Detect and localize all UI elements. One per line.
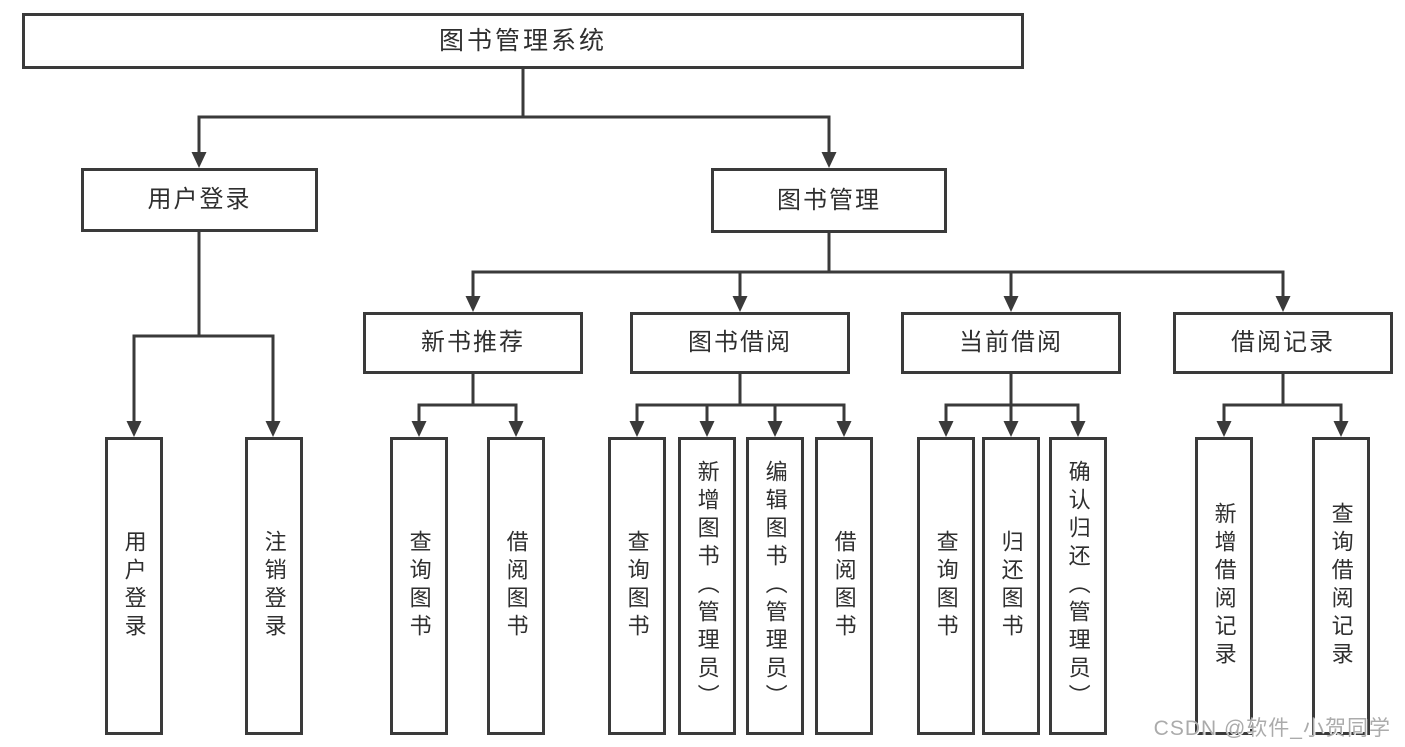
leaf-confirm-return-admin: 确认归还（管理员） [1049, 437, 1107, 735]
connector-book-mgmt-children [465, 233, 1291, 312]
connector-borrow-record-children [1216, 374, 1349, 437]
leaf-add-book-admin: 新增图书（管理员） [678, 437, 736, 735]
csdn-watermark: CSDN @软件_小贺同学 [1153, 717, 1391, 740]
connector-user-login-children [126, 232, 281, 437]
node-book-mgmt: 图书管理 [711, 168, 947, 233]
leaf-query-book-2: 查询图书 [608, 437, 666, 735]
node-new-book-recommend: 新书推荐 [363, 312, 583, 374]
connector-root-to-branches [191, 69, 837, 168]
node-book-borrow: 图书借阅 [630, 312, 850, 374]
leaf-logout: 注销登录 [245, 437, 303, 735]
node-user-login: 用户登录 [81, 168, 318, 232]
connector-book-borrow-children [629, 374, 852, 437]
leaf-query-book-3: 查询图书 [917, 437, 975, 735]
leaf-user-login: 用户登录 [105, 437, 163, 735]
leaf-add-borrow-record: 新增借阅记录 [1195, 437, 1253, 735]
leaf-return-book: 归还图书 [982, 437, 1040, 735]
leaf-edit-book-admin: 编辑图书（管理员） [746, 437, 804, 735]
connector-current-borrow-children [938, 374, 1086, 437]
leaf-borrow-book-1: 借阅图书 [487, 437, 545, 735]
leaf-query-borrow-record: 查询借阅记录 [1312, 437, 1370, 735]
leaf-borrow-book-2: 借阅图书 [815, 437, 873, 735]
node-borrow-record: 借阅记录 [1173, 312, 1393, 374]
connector-new-book-children [411, 374, 524, 437]
node-root: 图书管理系统 [22, 13, 1024, 69]
leaf-query-book-1: 查询图书 [390, 437, 448, 735]
node-current-borrow: 当前借阅 [901, 312, 1121, 374]
